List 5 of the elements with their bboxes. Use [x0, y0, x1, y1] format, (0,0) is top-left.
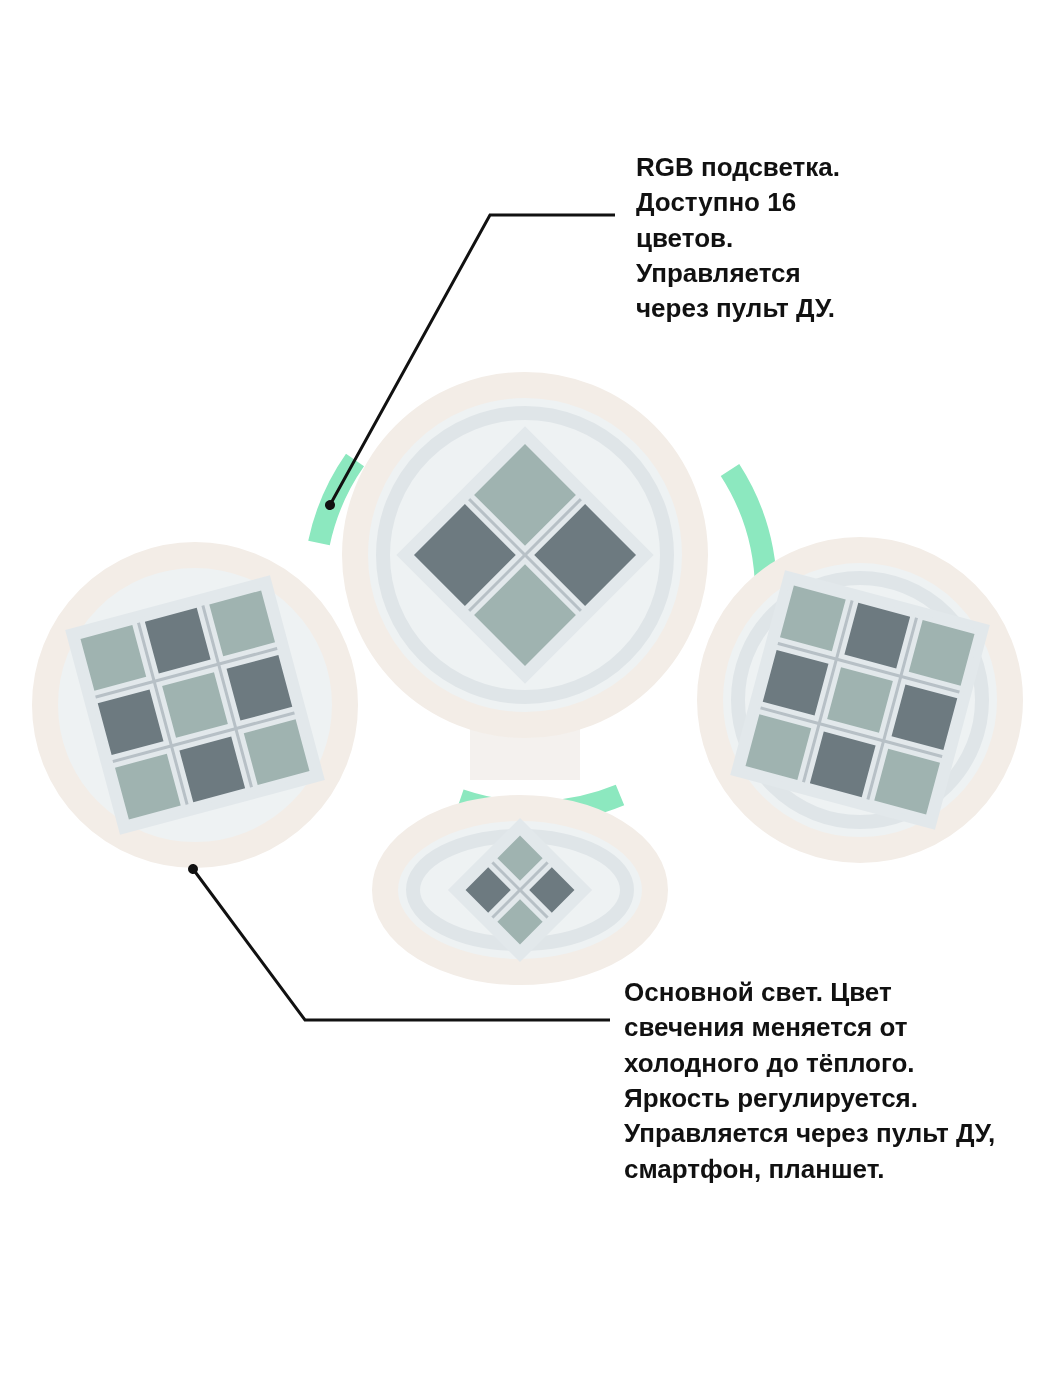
- backlight-ring: [308, 454, 365, 546]
- callout-text: RGB подсветка. Доступно 16 цветов. Управляется через пульт ДУ.: [636, 150, 861, 327]
- leader-line: [325, 213, 615, 510]
- leader-line: [188, 864, 610, 1022]
- callout-text: Основной свет. Цвет свечения меняется от холодного до тёплого. Яркость регулируется. Управляется через пульт ДУ, смартфон, планшет.: [624, 975, 999, 1188]
